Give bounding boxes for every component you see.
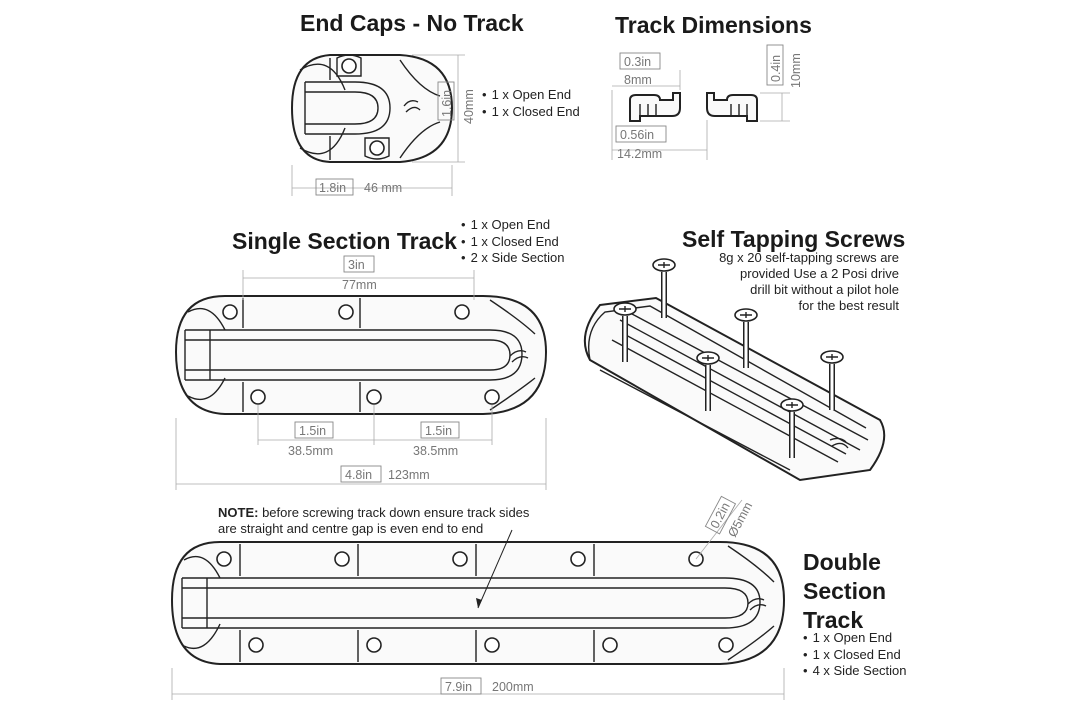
track-height-mm: 10mm (789, 53, 803, 88)
single-left-mm: 38.5mm (288, 444, 333, 458)
double-hole-3 (452, 551, 468, 567)
note-line-1-text: before screwing track down ensure track … (258, 505, 530, 520)
double-hole-7 (366, 637, 382, 653)
single-hole-1 (222, 304, 238, 320)
end-caps-item-1: 1 x Open End (482, 87, 580, 104)
double-item-2: 1 x Closed End (803, 647, 907, 664)
track-bottom-mm: 14.2mm (617, 147, 662, 161)
self-tapping-title: Self Tapping Screws (682, 226, 906, 252)
double-hole-10 (718, 637, 734, 653)
end-cap-width-mm: 46 mm (364, 181, 402, 195)
double-hole-9 (602, 637, 618, 653)
single-item-2: 1 x Closed End (461, 234, 565, 251)
screw-2 (613, 302, 637, 362)
double-hole-6 (248, 637, 264, 653)
track-bottom-in: 0.56in (620, 128, 654, 142)
track-profile-drawing (629, 92, 758, 122)
end-cap-hole-bottom (369, 140, 385, 156)
screw-6 (780, 398, 804, 458)
double-total-in: 7.9in (445, 680, 472, 694)
single-right-in: 1.5in (425, 424, 452, 438)
single-total-mm: 123mm (388, 468, 430, 482)
track-dimensions-title: Track Dimensions (615, 12, 812, 38)
track-height-in: 0.4in (769, 55, 783, 82)
track-top-in: 0.3in (624, 55, 651, 69)
screws-line-1: 8g x 20 self-tapping screws are (719, 250, 899, 265)
single-item-1: 1 x Open End (461, 217, 565, 234)
single-top-mm: 77mm (342, 278, 377, 292)
screw-4 (696, 351, 720, 411)
double-title-line-1: Double (803, 549, 881, 575)
double-section-list: 1 x Open End 1 x Closed End 4 x Side Sec… (803, 630, 907, 680)
screw-5 (820, 350, 844, 410)
note-line-2: are straight and centre gap is even end … (218, 521, 484, 536)
screws-isometric-drawing (583, 258, 886, 482)
end-cap-width-in: 1.8in (319, 181, 346, 195)
double-item-3: 4 x Side Section (803, 663, 907, 680)
single-total-in: 4.8in (345, 468, 372, 482)
single-hole-2 (338, 304, 354, 320)
double-hole-4 (570, 551, 586, 567)
screw-3 (734, 308, 758, 368)
single-hole-3 (454, 304, 470, 320)
end-caps-list: 1 x Open End 1 x Closed End (482, 87, 580, 120)
screws-line-3: drill bit without a pilot hole (750, 282, 899, 297)
note-label: NOTE: (218, 505, 259, 520)
single-section-title: Single Section Track (232, 228, 457, 254)
double-hole-1 (216, 551, 232, 567)
end-cap-hole-top (341, 58, 357, 74)
note-arrow-head (476, 598, 482, 608)
track-top-mm: 8mm (624, 73, 652, 87)
end-cap-dimensions: 1.8in 46 mm 1.6in 40mm (291, 54, 476, 196)
single-hole-5 (366, 389, 382, 405)
single-item-3: 2 x Side Section (461, 250, 565, 267)
single-hole-4 (250, 389, 266, 405)
single-track-drawing (174, 295, 548, 415)
single-left-in: 1.5in (299, 424, 326, 438)
screws-description: 8g x 20 self-tapping screws are provided… (669, 250, 899, 314)
double-hole-8 (484, 637, 500, 653)
end-cap-height-in: 1.6in (440, 90, 454, 117)
end-caps-title: End Caps - No Track (300, 10, 524, 36)
note-line-1: NOTE: before screwing track down ensure … (218, 505, 529, 521)
screws-line-2: provided Use a 2 Posi drive (740, 266, 899, 281)
single-track-dimensions: 3in 77mm 1.5in 38.5mm 1.5in 38.5mm 4.8in… (175, 255, 547, 490)
single-section-list: 1 x Open End 1 x Closed End 2 x Side Sec… (461, 217, 565, 267)
note-arrow (477, 529, 513, 609)
end-caps-item-2: 1 x Closed End (482, 104, 580, 121)
double-total-mm: 200mm (492, 680, 534, 694)
double-title-line-3: Track (803, 607, 864, 633)
screws-line-4: for the best result (798, 298, 899, 313)
track-dimension-lines: 0.3in 8mm 0.56in 14.2mm 0.4in 10mm (611, 44, 803, 161)
note-text: NOTE: before screwing track down ensure … (218, 505, 529, 537)
end-cap-drawing (290, 54, 454, 163)
double-section-title: Double Section Track (803, 548, 886, 635)
single-top-in: 3in (348, 258, 365, 272)
double-title-line-2: Section (803, 578, 887, 604)
single-right-mm: 38.5mm (413, 444, 458, 458)
screw-1 (652, 258, 676, 318)
double-item-1: 1 x Open End (803, 630, 907, 647)
double-hole-2 (334, 551, 350, 567)
single-hole-6 (484, 389, 500, 405)
end-cap-height-mm: 40mm (462, 89, 476, 124)
